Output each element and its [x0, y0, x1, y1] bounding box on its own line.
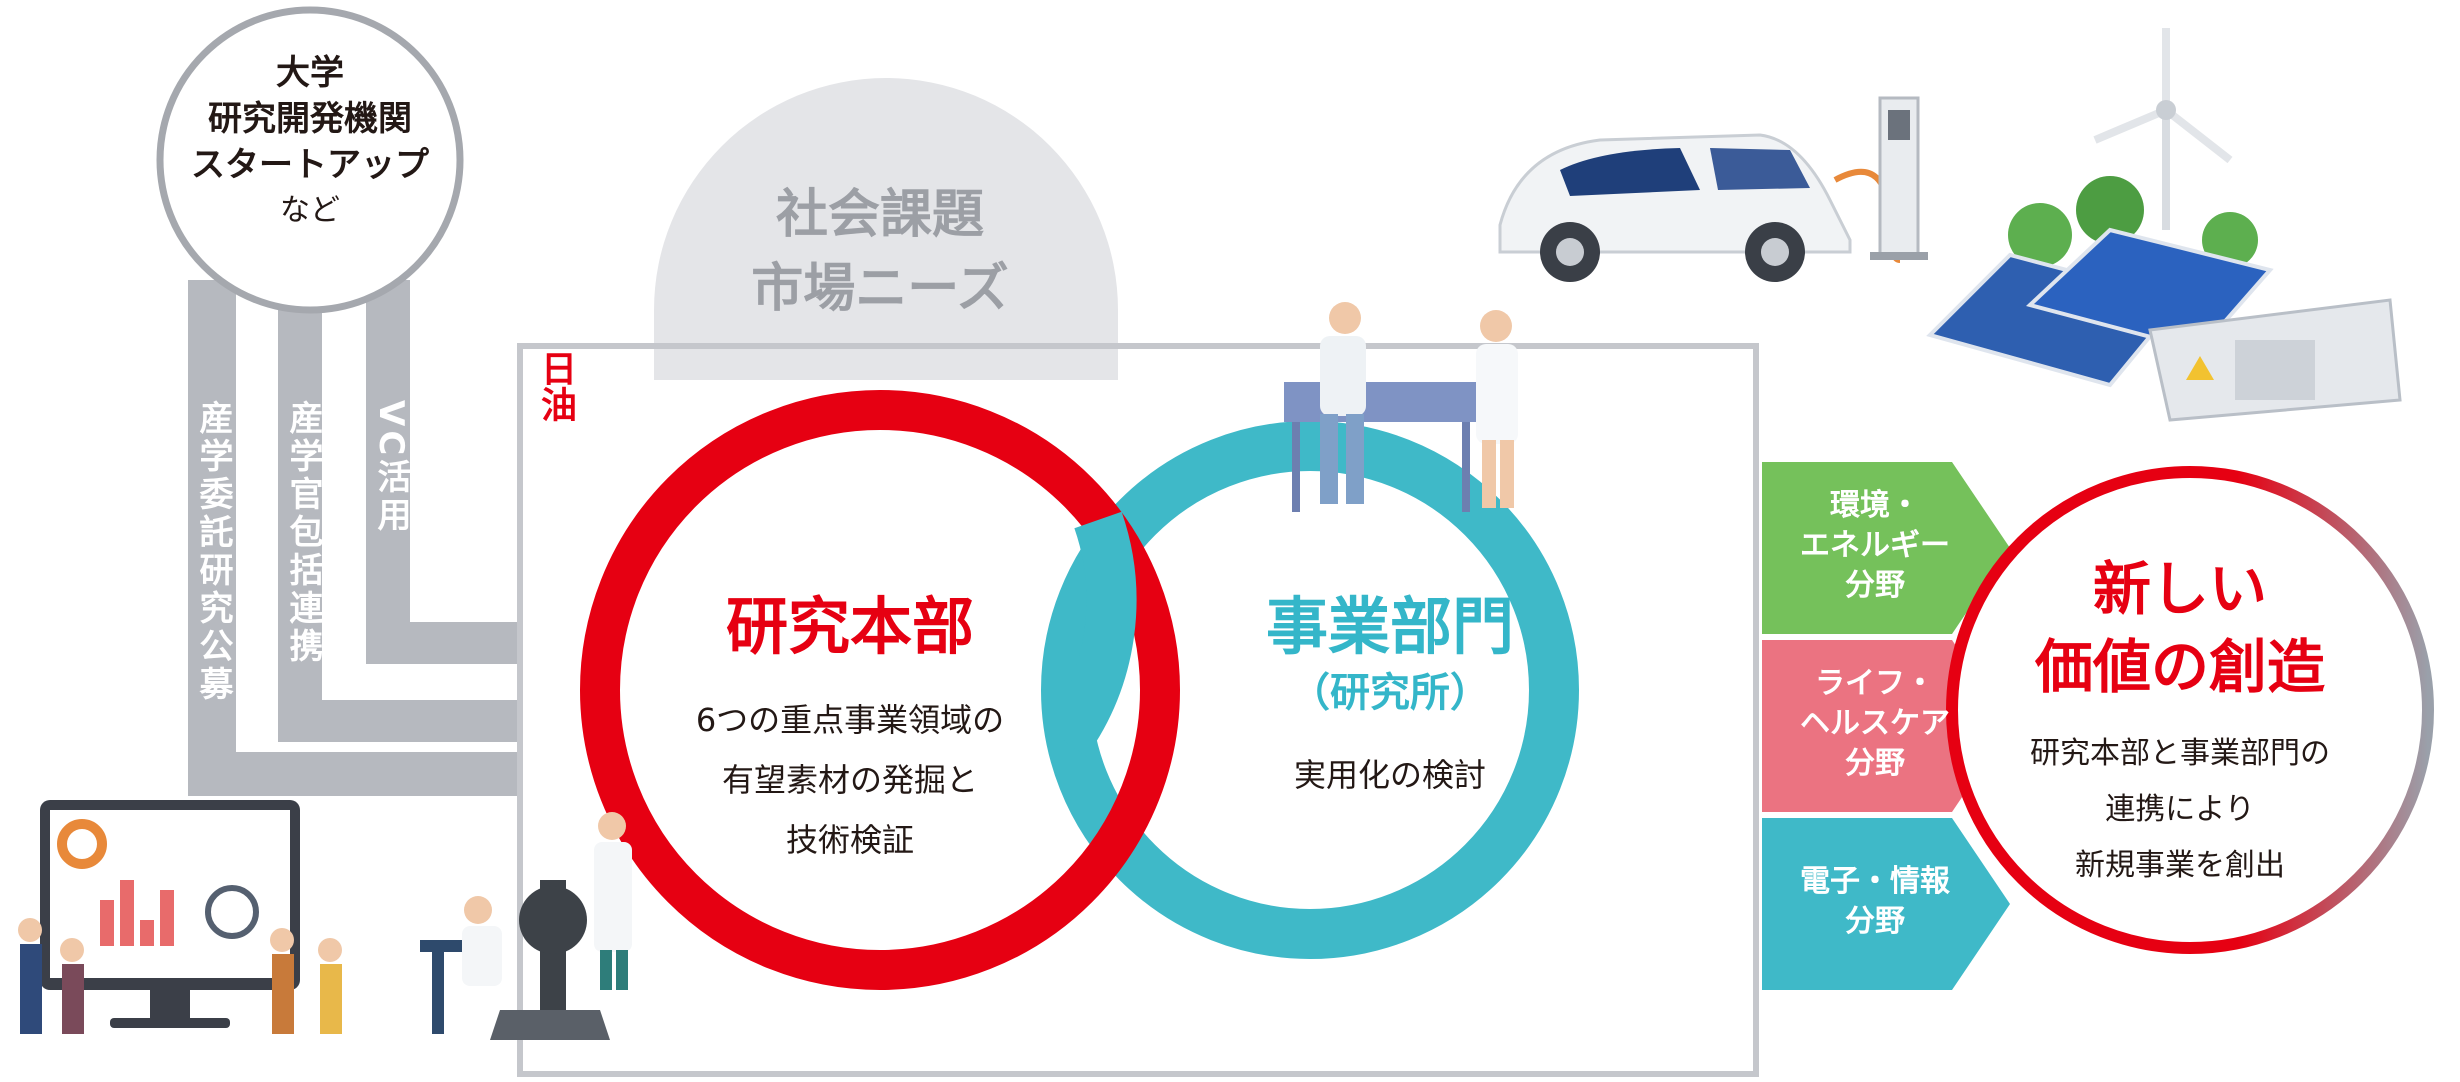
renewable-energy-illustration [1926, 28, 2402, 422]
field-line: 分野 [1845, 568, 1905, 603]
business-description: 実用化の検討 [1293, 756, 1486, 794]
field-line: エネルギー [1800, 528, 1950, 563]
dashboard-monitor-illustration [18, 800, 342, 1034]
channel-vc-utilization: VC活用 [371, 400, 411, 536]
company-frame [517, 343, 1759, 1077]
rd-title: 研究本部 [725, 590, 974, 663]
business-title: 事業部門 [1265, 590, 1514, 663]
partner-research-institute: 研究開発機関 [208, 99, 412, 139]
field-line: 分野 [1845, 904, 1905, 939]
rd-desc-line: 技術検証 [785, 821, 914, 859]
new-value-desc-line: 新規事業を創出 [2075, 848, 2285, 883]
new-value-desc-line: 連携により [2105, 792, 2255, 827]
new-value-title-line: 価値の創造 [2034, 633, 2325, 701]
company-label: 日油 [535, 350, 576, 422]
channel-comprehensive-partnership: 産学官包括連携 [283, 400, 323, 666]
needs-arch [654, 78, 1118, 380]
field-line: ヘルスケア [1800, 706, 1950, 741]
new-value-title: 新しい 価値の創造 [1990, 550, 2370, 706]
field-line: 環境・ [1830, 488, 1920, 523]
partner-etc: など [280, 193, 340, 228]
field-line: 分野 [1845, 746, 1905, 781]
new-value-description: 研究本部と事業部門の 連携により 新規事業を創出 [1980, 726, 2380, 894]
needs-label: 社会課題 市場ニーズ [690, 178, 1070, 326]
field-environment-energy: 環境・ エネルギー 分野 [1770, 486, 1980, 606]
new-value-title-line: 新しい [2092, 555, 2267, 623]
rd-ring [580, 390, 1180, 990]
microscope-illustration [420, 812, 632, 1040]
channel-bands [188, 280, 520, 796]
ev-car-illustration [1498, 96, 1928, 282]
partner-university: 大学 [276, 53, 344, 93]
field-line: 電子・情報 [1800, 864, 1950, 899]
business-subtitle: （研究所） [1290, 670, 1490, 716]
field-life-healthcare: ライフ・ ヘルスケア 分野 [1770, 664, 1980, 784]
partners-label: 大学 研究開発機関 スタートアップ など [180, 50, 440, 234]
channel-industry-academia-research: 産学委託研究公募 [193, 400, 233, 704]
rd-desc-line: 6つの重点事業領域の [695, 701, 1005, 739]
partners-circle [156, 6, 464, 314]
new-value-circle [1946, 466, 2434, 954]
field-line: ライフ・ [1815, 666, 1935, 701]
ring-overlap-arc [1045, 511, 1137, 757]
field-electronics-information: 電子・情報 分野 [1770, 862, 1980, 942]
partner-startup: スタートアップ [191, 145, 429, 185]
rd-description: 6つの重点事業領域の 有望素材の発掘と 技術検証 [640, 690, 1060, 870]
new-value-desc-line: 研究本部と事業部門の [2030, 736, 2330, 771]
needs-social-issues: 社会課題 [775, 185, 984, 245]
field-arrows [1762, 462, 2010, 990]
business-ring [1041, 421, 1579, 959]
needs-market-needs: 市場ニーズ [751, 259, 1009, 319]
lab-scientists-illustration [1284, 302, 1518, 512]
rd-desc-line: 有望素材の発掘と [721, 761, 978, 799]
